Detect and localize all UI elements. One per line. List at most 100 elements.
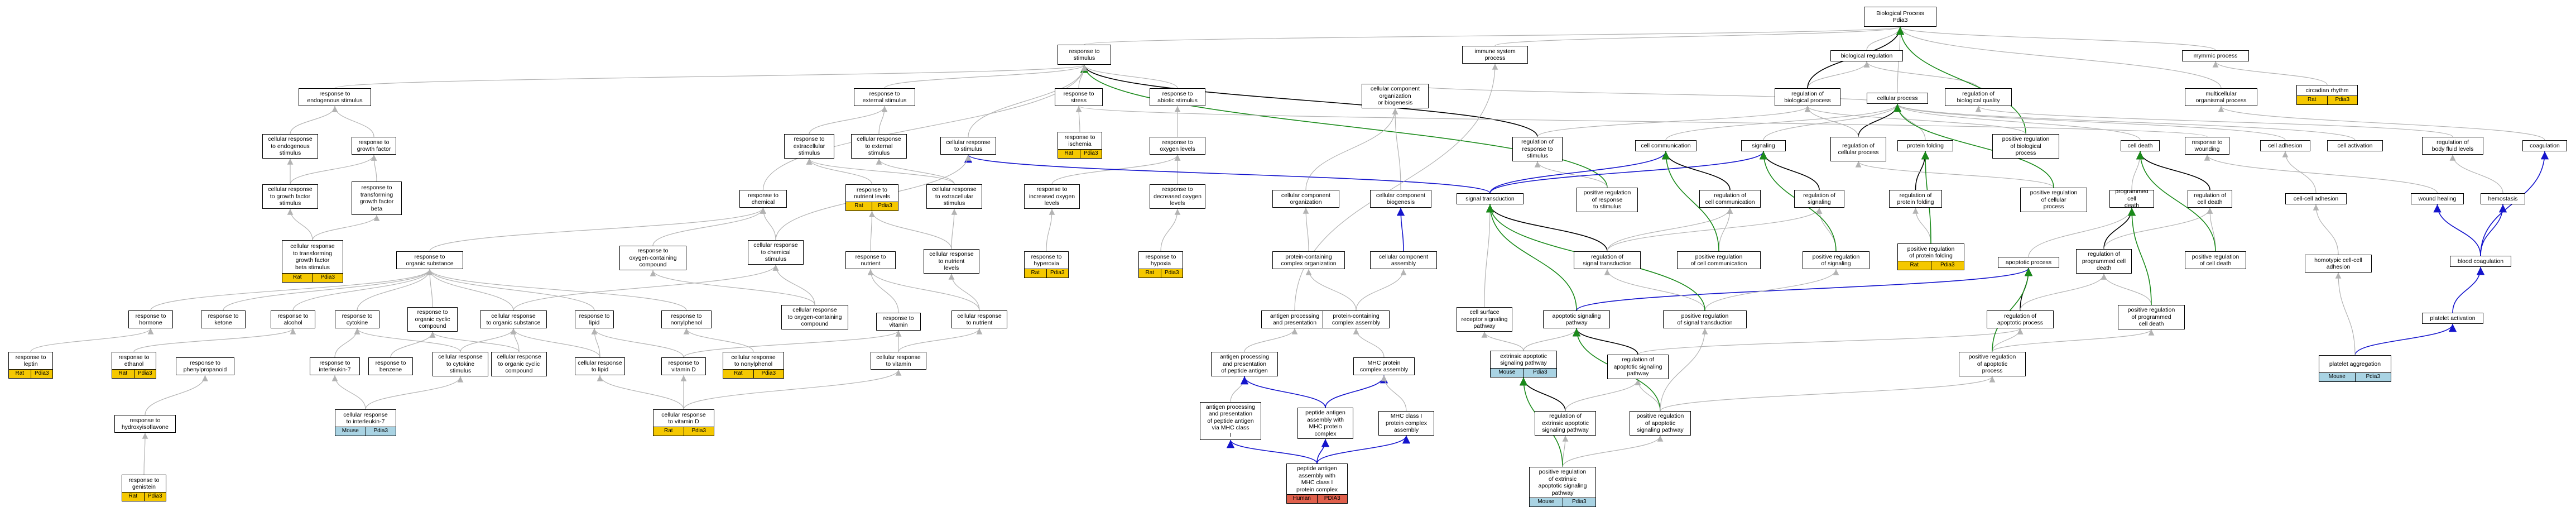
go-term-resp-nut-lev[interactable]: response to nutrient levels [845, 184, 898, 202]
go-term-resp-oxy[interactable]: response to oxygen levels [1150, 137, 1205, 155]
go-term-cr-oxy-comp[interactable]: cellular response to oxygen-containing c… [781, 305, 848, 329]
go-term-reg-apop-sig[interactable]: regulation of apoptotic signaling pathwa… [1607, 355, 1669, 379]
go-term-bp[interactable]: Biological Process Pdia3 [1864, 7, 1936, 27]
go-term-pos-reg-apop-sig[interactable]: positive regulation of apoptotic signali… [1630, 411, 1691, 436]
go-term-cell-death[interactable]: cell death [2121, 140, 2160, 151]
go-term-resp-leptin[interactable]: response to leptin [8, 352, 53, 370]
go-term-resp-il7[interactable]: response to interleukin-7 [310, 357, 360, 375]
go-term-cc-org2[interactable]: cellular component organization [1272, 190, 1339, 208]
go-term-cell-comm[interactable]: cell communication [1635, 140, 1696, 151]
go-term-immune[interactable]: immune system process [1462, 46, 1528, 64]
go-term-resp-alcohol[interactable]: response to alcohol [271, 310, 315, 328]
go-term-cell-adh[interactable]: cell adhesion [2260, 140, 2310, 151]
go-term-pos-reg-apop[interactable]: positive regulation of apoptotic process [1959, 352, 2026, 376]
go-term-prot-cc-asm[interactable]: protein-containing complex assembly [1323, 310, 1390, 328]
go-term-resp-gf[interactable]: response to growth factor [352, 137, 396, 155]
go-term-resp-occ[interactable]: response to organic cyclic compound [407, 307, 458, 332]
go-term-cr-vitd[interactable]: cellular response to vitamin D [653, 409, 714, 427]
go-term-pos-reg-ext[interactable]: positive regulation of extrinsic apoptot… [1529, 467, 1596, 498]
go-term-pos-reg-pcd[interactable]: positive regulation of programmed cell d… [2118, 305, 2185, 329]
go-term-cr-nonyl[interactable]: cellular response to nonylphenol [723, 352, 784, 370]
go-term-reg-bq[interactable]: regulation of biological quality [1945, 88, 2012, 106]
go-term-cell-cell-adh[interactable]: cell-cell adhesion [2285, 193, 2347, 204]
go-term-cr-nutrient[interactable]: cellular response to nutrient [951, 310, 1007, 328]
go-term-resp-vit[interactable]: response to vitamin [876, 313, 921, 331]
go-term-ag-pept[interactable]: antigen processing and presentation of p… [1211, 352, 1278, 376]
go-term-mymmic[interactable]: mymmic process [2182, 50, 2249, 61]
go-term-apoptotic[interactable]: apoptotic process [1998, 257, 2059, 268]
go-term-pos-reg-bp[interactable]: positive regulation of biological proces… [1992, 134, 2059, 159]
go-term-pos-reg-cc[interactable]: positive regulation of cell communicatio… [1677, 251, 1761, 269]
go-term-cr-nut-lev[interactable]: cellular response to nutrient levels [924, 249, 979, 274]
go-term-cr-lipid[interactable]: cellular response to lipid [575, 357, 625, 375]
go-term-pos-reg-resp[interactable]: positive regulation of response to stimu… [1577, 188, 1638, 212]
go-term-ag-proc[interactable]: antigen processing and presentation [1261, 310, 1328, 328]
go-term-resp-ketone[interactable]: response to ketone [201, 310, 246, 328]
go-term-plt-agg[interactable]: platelet aggregation [2319, 355, 2391, 373]
go-term-multi[interactable]: multicellular organismal process [2185, 88, 2257, 106]
go-term-cc-assembly[interactable]: cellular component assembly [1370, 251, 1437, 269]
go-term-circ[interactable]: circadian rhythm [2296, 85, 2358, 96]
go-term-resp-nutrient[interactable]: response to nutrient [845, 251, 896, 269]
go-term-prot-cc-org[interactable]: protein-containing complex organization [1272, 251, 1345, 269]
go-term-resp-oxy-comp[interactable]: response to oxygen-containing compound [619, 246, 686, 270]
go-term-wound-heal[interactable]: wound healing [2411, 193, 2464, 204]
go-term-hemostasis[interactable]: hemostasis [2481, 193, 2525, 204]
go-term-pept-mhc1[interactable]: peptide antigen assembly with MHC class … [1286, 463, 1348, 495]
go-term-pos-reg-sig[interactable]: positive regulation of signaling [1803, 251, 1869, 269]
go-term-resp-benzene[interactable]: response to benzene [368, 357, 413, 375]
go-term-resp-chem[interactable]: response to chemical [739, 190, 787, 208]
go-term-ext-apop[interactable]: extrinsic apoptotic signaling pathway [1490, 351, 1557, 369]
go-term-resp-stress[interactable]: response to stress [1055, 88, 1103, 106]
go-term-resp-hypo[interactable]: response to hypoxia [1138, 251, 1183, 269]
go-term-resp-hydroxy[interactable]: response to hydroxyisoflavone [114, 415, 176, 433]
go-term-cs-rec[interactable]: cell surface receptor signaling pathway [1457, 307, 1512, 332]
go-term-reg-apop[interactable]: regulation of apoptotic process [1987, 310, 2054, 328]
go-term-cr-tgf[interactable]: cellular response to transforming growth… [282, 240, 343, 274]
go-term-resp-wound[interactable]: response to wounding [2185, 137, 2229, 155]
go-term-pos-reg-cd[interactable]: positive regulation of cell death [2185, 251, 2246, 269]
go-term-resp-phenyl[interactable]: response to phenylpropanoid [176, 357, 234, 375]
go-term-cc-bio[interactable]: cellular component biogenesis [1370, 190, 1431, 208]
go-term-cr-endo[interactable]: cellular response to endogenous stimulus [262, 134, 318, 159]
go-term-reg-cp[interactable]: regulation of cellular process [1830, 137, 1886, 161]
go-term-resp-inc-oxy[interactable]: response to increased oxygen levels [1024, 184, 1080, 209]
go-term-resp-stim[interactable]: response to stimulus [1058, 45, 1111, 65]
go-term-sig-trans[interactable]: signal transduction [1457, 193, 1524, 204]
go-term-cr-gf[interactable]: cellular response to growth factor stimu… [262, 184, 318, 209]
go-term-signaling[interactable]: signaling [1741, 140, 1786, 151]
go-term-resp-hormone[interactable]: response to hormone [128, 310, 173, 328]
go-term-apop-sig[interactable]: apoptotic signaling pathway [1543, 310, 1610, 328]
go-term-blood-coag[interactable]: blood coagulation [2450, 256, 2511, 267]
go-term-cr-occ[interactable]: cellular response to organic cyclic comp… [491, 352, 547, 376]
go-term-resp-ext[interactable]: response to external stimulus [854, 88, 915, 106]
go-term-pos-reg-st[interactable]: positive regulation of signal transducti… [1663, 310, 1747, 328]
go-term-resp-dec-oxy[interactable]: response to decreased oxygen levels [1150, 184, 1205, 209]
go-term-cr-org[interactable]: cellular response to organic substance [480, 310, 547, 328]
go-term-resp-vitd[interactable]: response to vitamin D [661, 357, 706, 375]
go-term-prog-death[interactable]: programmed cell death [2109, 190, 2154, 208]
go-term-homo-adh[interactable]: homotypic cell-cell adhesion [2305, 255, 2372, 273]
go-term-reg-bp[interactable]: regulation of biological process [1775, 88, 1840, 106]
go-term-cr-ext[interactable]: cellular response to external stimulus [851, 134, 907, 159]
go-term-reg-cc[interactable]: regulation of cell communication [1699, 190, 1761, 208]
go-term-cc-org[interactable]: cellular component organization or bioge… [1362, 84, 1429, 108]
go-term-resp-abiotic[interactable]: response to abiotic stimulus [1150, 88, 1205, 106]
go-term-resp-endo[interactable]: response to endogenous stimulus [299, 88, 371, 106]
go-term-resp-org[interactable]: response to organic substance [396, 251, 463, 269]
go-term-cr-vit[interactable]: cellular response to vitamin [871, 352, 926, 370]
go-term-resp-cyto[interactable]: response to cytokine [335, 310, 379, 328]
go-term-reg-bfl[interactable]: regulation of body fluid levels [2422, 137, 2483, 155]
go-term-pept-asm[interactable]: peptide antigen assembly with MHC protei… [1297, 408, 1353, 439]
go-term-reg-resp[interactable]: regulation of response to stimulus [1512, 137, 1563, 161]
go-term-cr-chem[interactable]: cellular response to chemical stimulus [748, 240, 804, 265]
go-term-resp-ethanol[interactable]: response to ethanol [112, 352, 156, 370]
go-term-ag-mhc1[interactable]: antigen processing and presentation of p… [1200, 402, 1261, 440]
go-term-resp-tgf[interactable]: response to transforming growth factor b… [352, 181, 402, 215]
go-term-pos-reg-pf[interactable]: positive regulation of protein folding [1897, 243, 1964, 261]
go-term-resp-hyper[interactable]: response to hyperoxia [1024, 251, 1069, 269]
go-term-cr-stim[interactable]: cellular response to stimulus [940, 137, 996, 155]
go-term-reg-death[interactable]: regulation of cell death [2188, 190, 2232, 208]
go-term-reg-ext-apop[interactable]: regulation of extrinsic apoptotic signal… [1535, 411, 1596, 436]
go-term-mhc1-asm[interactable]: MHC class I protein complex assembly [1378, 411, 1434, 436]
